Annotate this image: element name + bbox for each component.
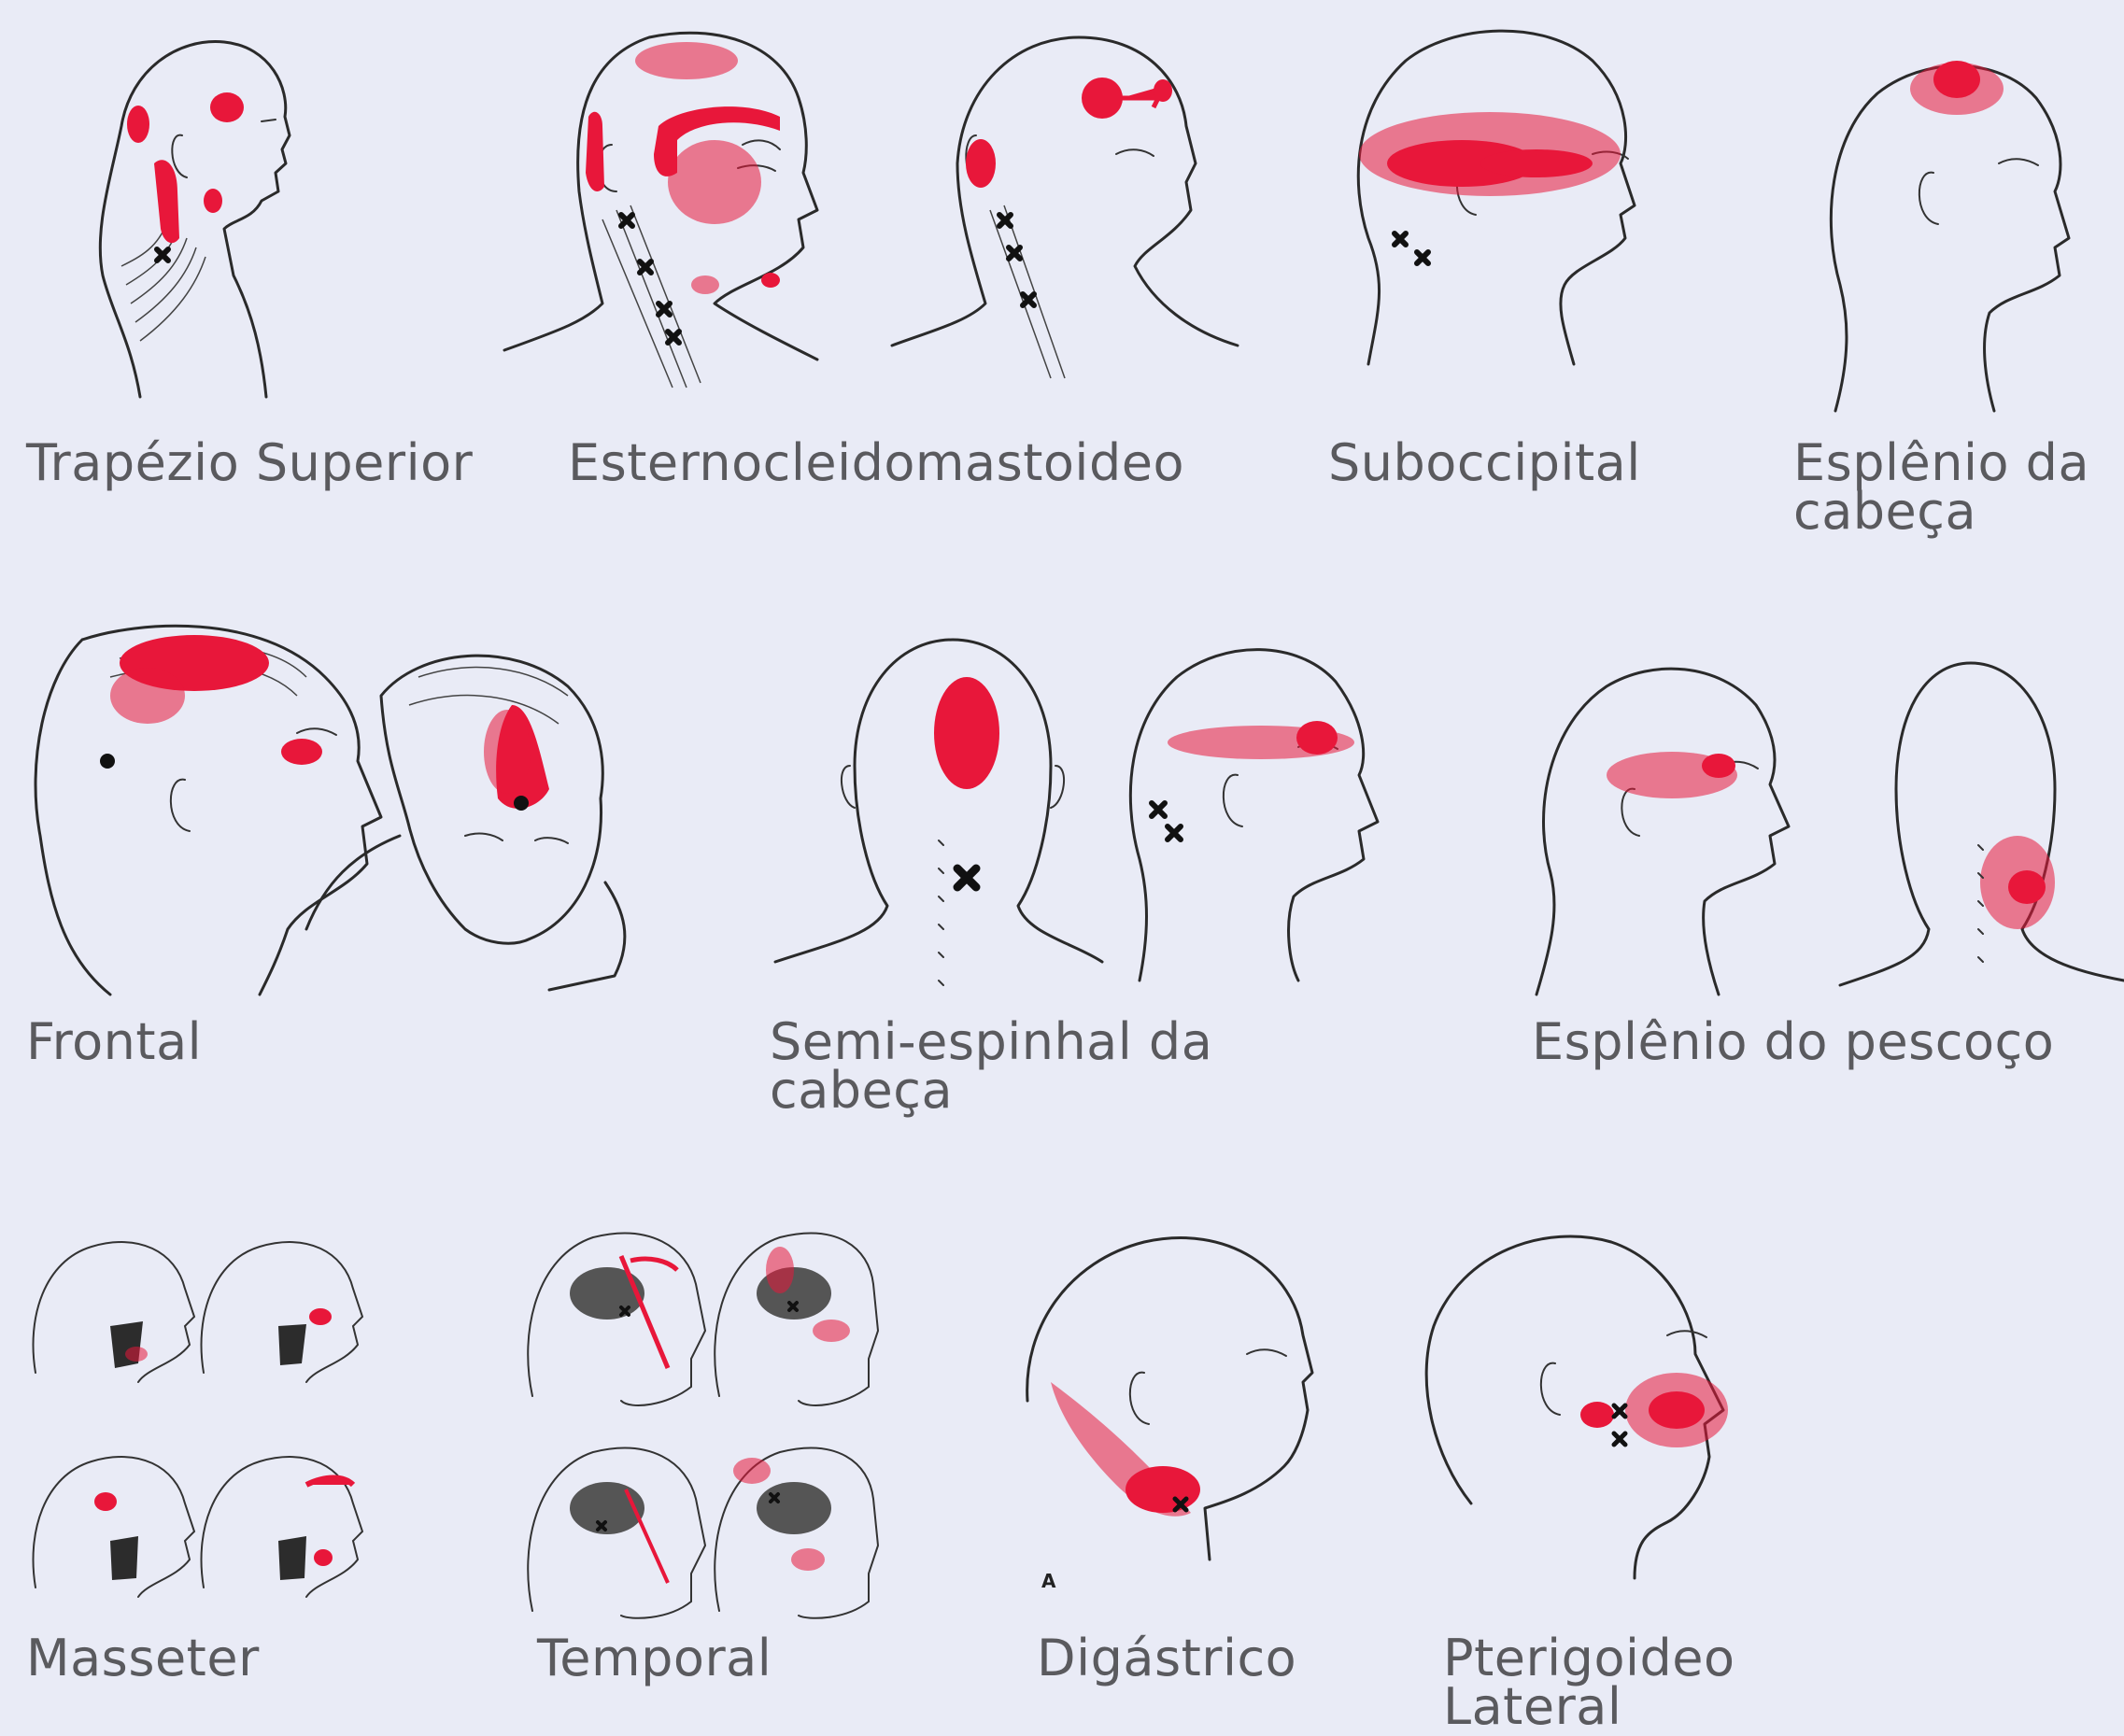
- trigger-point-x: [157, 249, 168, 261]
- esplenio-da-cabeca-illustration: [1821, 51, 2092, 416]
- trigger-points-x: [621, 215, 1034, 343]
- head-sketches: [34, 1242, 363, 1597]
- sub-letter-a: A: [1041, 1570, 1056, 1592]
- semi-espinhal-da-cabeca-illustration: [775, 635, 1410, 999]
- head-outline-front: [306, 656, 625, 990]
- scm-muscle: [602, 205, 1065, 388]
- label-suboccipital: Suboccipital: [1328, 439, 1641, 487]
- label-digastrico: Digástrico: [1037, 1634, 1296, 1683]
- label-esplenio-da-cabeca: Esplênio da cabeça: [1793, 439, 2102, 536]
- frontal-illustration: [26, 621, 643, 999]
- label-esternocleidomastoideo: Esternocleidomastoideo: [568, 439, 1184, 487]
- trigger-point-dots: [100, 754, 529, 811]
- pain-referral-zones: [1051, 1382, 1200, 1517]
- pain-referral-zones: [586, 42, 1172, 294]
- pain-referral-zones: [1607, 752, 2055, 929]
- temporal-illustration: [518, 1219, 878, 1620]
- suboccipital-illustration: [1350, 14, 1649, 369]
- label-esplenio-do-pescoco: Esplênio do pescoço: [1532, 1018, 2054, 1066]
- trapezio-superior-illustration: [75, 33, 318, 397]
- trigger-points-x: [957, 803, 1181, 887]
- label-masseter: Masseter: [26, 1634, 260, 1683]
- digastrico-illustration: A: [1023, 1233, 1340, 1611]
- head-outline-side: [892, 37, 1238, 346]
- head-outline: [1358, 31, 1635, 364]
- label-temporal: Temporal: [537, 1634, 772, 1683]
- trigger-points-x: [1395, 233, 1428, 263]
- trigger-points-x: [1614, 1405, 1625, 1445]
- pain-referral-zones: [1580, 1373, 1728, 1447]
- head-outline-back: [1840, 663, 2124, 985]
- pterigoideo-lateral-illustration: [1415, 1223, 1761, 1616]
- head-outline-side: [1130, 650, 1378, 981]
- label-frontal: Frontal: [26, 1018, 202, 1066]
- pain-referral-zones: [934, 677, 1354, 789]
- label-pterigoideo-lateral: Pterigoideo Lateral: [1443, 1634, 1751, 1731]
- head-outline: [100, 42, 290, 397]
- trapezius-muscle: [121, 219, 205, 341]
- head-outline-side: [1536, 669, 1789, 995]
- esternocleidomastoideo-illustration: [500, 23, 1247, 406]
- spine-marks: [1978, 845, 1983, 962]
- pain-referral-zones: [94, 1308, 353, 1566]
- pain-referral-zones: [127, 92, 244, 243]
- esplenio-do-pescoco-illustration: [1532, 658, 2124, 999]
- label-semi-espinhal-da-cabeca: Semi-espinhal da cabeça: [770, 1018, 1237, 1115]
- pain-referral-zones: [1359, 112, 1621, 196]
- label-trapezio-superior: Trapézio Superior: [26, 439, 473, 487]
- masseter-illustration: [26, 1214, 372, 1611]
- head-outline-back: [775, 640, 1102, 962]
- spine-marks: [939, 840, 943, 985]
- head-outline: [1831, 66, 2069, 411]
